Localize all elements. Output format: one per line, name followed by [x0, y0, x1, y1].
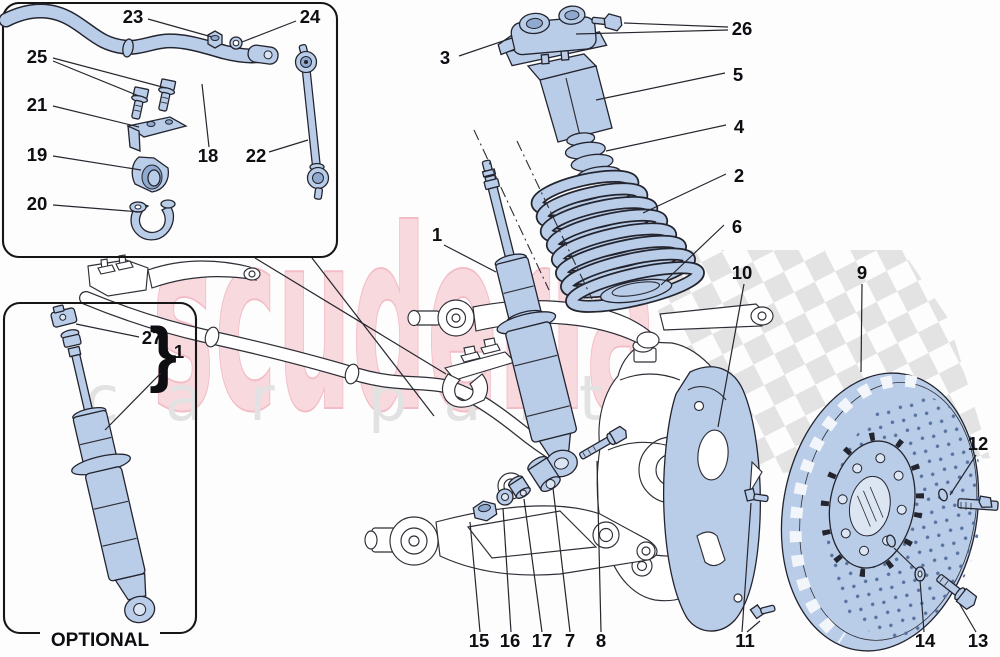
callout-15: 15	[469, 630, 490, 651]
callout-25: 25	[27, 46, 48, 67]
callout-19: 19	[27, 144, 48, 165]
callout-17: 17	[532, 630, 553, 651]
leader-line	[52, 204, 141, 213]
leader-line	[443, 244, 497, 273]
leader-line	[717, 283, 745, 428]
leader-line	[268, 139, 309, 153]
leader-line	[575, 29, 729, 35]
leader-line	[523, 498, 543, 633]
leader-line	[949, 454, 977, 496]
callout-22: 22	[246, 145, 267, 166]
bolt-25a	[158, 78, 177, 112]
leader-line	[958, 602, 977, 633]
bushing-17	[508, 475, 531, 499]
bolt-25b	[131, 86, 150, 120]
callout-8: 8	[596, 630, 606, 651]
leader-line	[741, 502, 752, 633]
callout-27: 27	[142, 327, 163, 348]
optional-shock-absorber	[60, 329, 156, 624]
leader-line	[605, 124, 727, 152]
callout-11: 11	[735, 630, 755, 651]
callout-23: 23	[123, 6, 144, 27]
anti-roll-bar	[0, 3, 279, 65]
callout-10: 10	[732, 262, 753, 283]
chassis-bracket-outline	[87, 254, 261, 297]
bolt-11-lower	[749, 604, 776, 620]
callout-2: 2	[734, 165, 744, 186]
group-brace: }	[149, 314, 177, 394]
leader-line	[596, 460, 602, 633]
leader-line	[75, 323, 140, 338]
callout-9: 9	[857, 262, 867, 283]
dust-cover	[526, 53, 613, 143]
drop-link-22	[294, 43, 330, 200]
leader-line	[746, 620, 761, 633]
leader-line	[458, 37, 513, 57]
bolt-8	[579, 425, 628, 460]
nut-23	[207, 30, 223, 49]
leader-line	[502, 507, 512, 633]
vent-slots	[789, 374, 918, 644]
optional-label-bg	[40, 630, 160, 652]
leader-line	[595, 72, 726, 101]
washer-24	[229, 36, 243, 50]
callout-4: 4	[734, 116, 745, 137]
leader-line	[52, 60, 140, 97]
leader-line	[860, 283, 863, 373]
callout-21: 21	[27, 94, 48, 115]
callout-14: 14	[915, 630, 936, 651]
callout-16: 16	[500, 630, 521, 651]
callout-12: 12	[968, 433, 989, 454]
leader-line	[52, 57, 167, 89]
washer-16	[496, 488, 514, 506]
reference-lines	[254, 129, 593, 417]
bolt-11-upper	[744, 487, 769, 503]
callout-13: 13	[968, 630, 989, 651]
leader-line	[104, 372, 162, 431]
leader-line	[469, 521, 481, 633]
optional-shock-cap	[50, 304, 78, 328]
callout-3: 3	[440, 47, 450, 68]
shock-absorber	[481, 159, 578, 478]
optional-box: } OPTIONAL	[2, 301, 198, 652]
leader-line	[660, 224, 725, 286]
callout-6: 6	[732, 216, 742, 237]
leader-line	[241, 20, 297, 43]
leader-line	[919, 579, 925, 633]
stud-12	[938, 488, 999, 511]
leader-line	[52, 105, 140, 128]
leader-line	[642, 173, 727, 214]
spring-seat	[600, 278, 673, 304]
splash-shield	[662, 366, 763, 632]
anti-roll-bar-outline	[79, 291, 565, 464]
clamp-20	[129, 199, 176, 241]
shock-lower-bush	[527, 455, 561, 493]
callout-18: 18	[198, 145, 219, 166]
callout-20: 20	[27, 193, 48, 214]
nut-15	[472, 500, 498, 522]
watermark-word-car: car	[85, 362, 321, 435]
callout-5: 5	[733, 64, 743, 85]
leader-line	[52, 155, 142, 171]
callout-7: 7	[565, 630, 575, 651]
leader-line	[623, 22, 729, 28]
callout-24: 24	[300, 6, 321, 27]
leader-line	[893, 547, 918, 571]
leader-line	[201, 83, 210, 148]
leader-line	[552, 487, 571, 633]
optional-label: OPTIONAL	[51, 630, 150, 651]
callout-1: 1	[432, 224, 442, 245]
arb-kit-box	[0, 1, 339, 259]
bolt-13	[936, 574, 978, 611]
bushing-19	[131, 156, 170, 193]
top-mount	[497, 5, 608, 67]
bracket-21	[126, 116, 188, 152]
callout-1: 1	[174, 341, 184, 362]
leader-line	[147, 18, 213, 38]
mount-bolt	[591, 13, 623, 32]
callout-26: 26	[732, 18, 753, 39]
